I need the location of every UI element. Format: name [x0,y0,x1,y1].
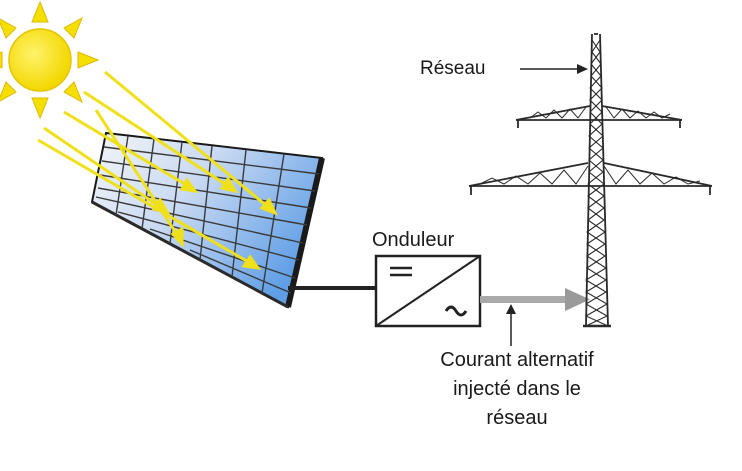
sun-rays [37,70,278,270]
transmission-tower-icon [468,33,713,328]
sun-icon [0,0,100,120]
grid-label: Réseau [420,58,486,79]
ac-current-caption-line3: réseau [486,407,548,429]
ac-current-caption-line2: injecté dans le [453,378,581,400]
ac-current-caption-line1: Courant alternatif [440,349,594,371]
ac-current-caption: Courant alternatif injecté dans le résea… [392,346,642,433]
grid-label-arrow [520,64,588,74]
ac-arrow [480,288,590,311]
inverter-box [374,254,482,328]
current-pointer-arrow [506,304,516,346]
inverter-label: Onduleur [372,229,455,251]
solar-panel [90,131,325,309]
